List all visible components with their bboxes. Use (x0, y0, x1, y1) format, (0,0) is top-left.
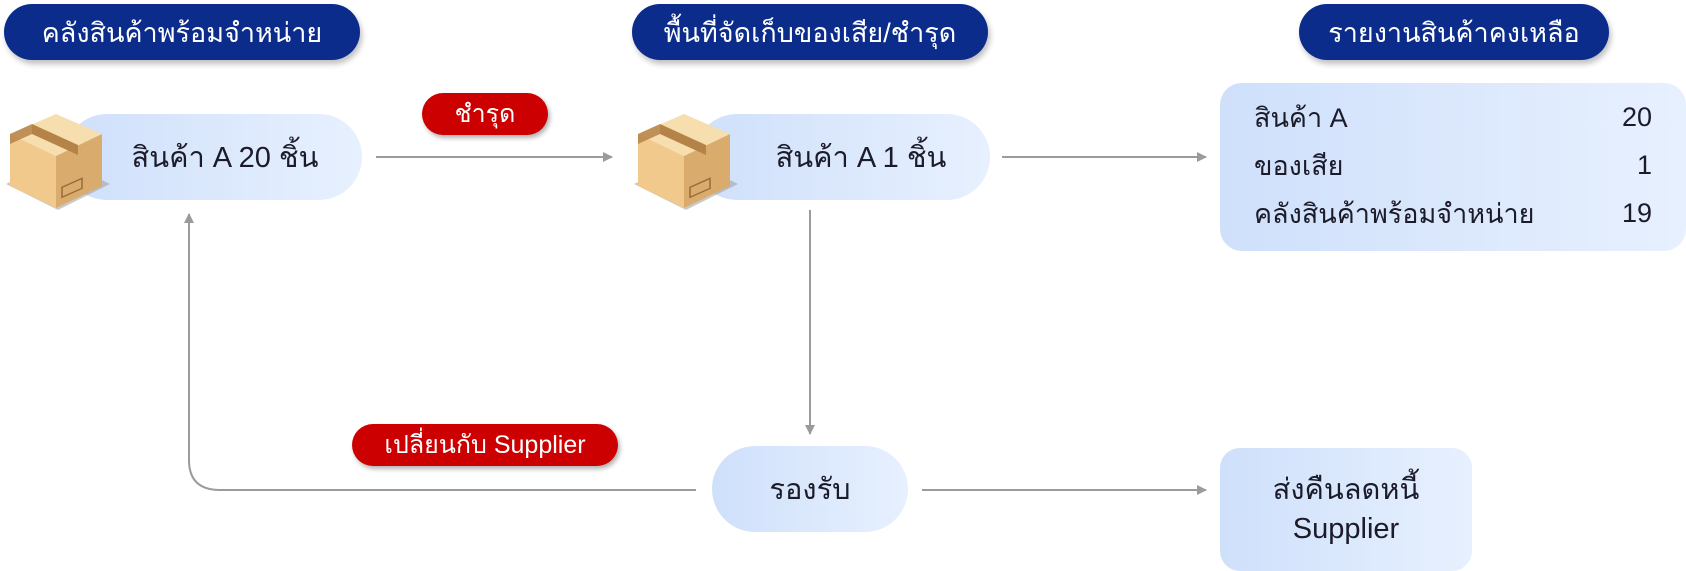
report-row-label: คลังสินค้าพร้อมจำหน่าย (1254, 198, 1535, 229)
node-warehouse-item: สินค้า A 20 ชิ้น (64, 114, 362, 200)
node-return-credit-line2: Supplier (1292, 512, 1400, 545)
arrow-pending-to-warehouse (184, 213, 696, 491)
tag-exchange-supplier: เปลี่ยนกับ Supplier (352, 424, 618, 466)
report-row: คลังสินค้าพร้อมจำหน่าย 19 (1254, 193, 1652, 233)
header-ready-stock: คลังสินค้าพร้อมจำหน่าย (4, 4, 360, 60)
node-damaged-item: สินค้า A 1 ชิ้น (694, 114, 990, 200)
node-return-credit-line1: ส่งคืนลดหนี้ (1272, 473, 1420, 506)
report-row-value: 20 (1621, 101, 1652, 132)
report-row: สินค้า A 20 (1254, 97, 1652, 137)
header-stock-report: รายงานสินค้าคงเหลือ (1299, 4, 1609, 60)
report-row-label: ของเสีย (1254, 150, 1344, 181)
stock-report-box: สินค้า A 20 ของเสีย 1 คลังสินค้าพร้อมจำห… (1220, 83, 1686, 251)
report-row-value: 19 (1621, 197, 1652, 228)
report-row: ของเสีย 1 (1254, 145, 1652, 185)
header-damaged-storage: พื้นที่จัดเก็บของเสีย/ชำรุด (632, 4, 988, 60)
node-return-credit: ส่งคืนลดหนี้ Supplier (1220, 448, 1472, 571)
node-pending: รองรับ (712, 446, 908, 532)
node-pending-label: รองรับ (769, 474, 851, 506)
cardboard-box-icon (634, 114, 738, 210)
tag-damaged: ชำรุด (422, 93, 548, 135)
report-row-value: 1 (1636, 149, 1652, 180)
node-warehouse-item-label: สินค้า A 20 ชิ้น (131, 142, 319, 174)
cardboard-box-icon (6, 114, 110, 210)
report-row-label: สินค้า A (1254, 102, 1348, 133)
node-damaged-item-label: สินค้า A 1 ชิ้น (775, 142, 947, 174)
